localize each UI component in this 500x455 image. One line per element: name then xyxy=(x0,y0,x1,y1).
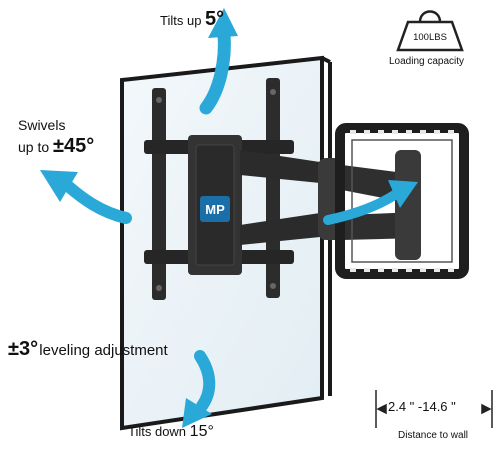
logo-text: MP xyxy=(205,202,225,217)
swivel-right-arrow xyxy=(323,180,418,225)
leveling-value: ±3° xyxy=(8,338,39,360)
tv-panel-edge xyxy=(321,56,331,64)
rail-hole xyxy=(156,97,162,103)
tilt-down-arrow xyxy=(182,350,216,428)
logo-badge xyxy=(200,196,230,222)
leveling-suffix: leveling adjustment xyxy=(39,342,168,359)
tilt-up-prefix: Tilts up xyxy=(160,13,202,28)
swivel-label-line1: Swivels xyxy=(18,117,66,133)
rail-hole xyxy=(270,89,276,95)
tilt-down-prefix: Tilts down xyxy=(128,424,187,439)
leveling-label: ±3° leveling adjustment xyxy=(8,338,168,361)
distance-caption: Distance to wall xyxy=(398,430,469,441)
rail-hole xyxy=(156,285,162,291)
wall-plate xyxy=(335,123,469,279)
distance-range: 2.4 " -14.6 " xyxy=(388,399,456,414)
weight-text: 100LBS xyxy=(413,32,447,43)
swivel-label-line2: up to ±45° xyxy=(18,135,94,158)
lower-arm xyxy=(240,210,340,245)
wall-pivot xyxy=(395,150,421,260)
tilt-up-arrow xyxy=(199,8,238,115)
tilt-down-label: Tilts down 15° xyxy=(128,423,214,441)
weight-icon xyxy=(396,10,464,52)
left-rail xyxy=(152,88,166,300)
distance-bracket xyxy=(375,390,493,428)
loading-capacity-caption: Loading capacity xyxy=(389,56,465,67)
tilt-up-label: Tilts up 5° xyxy=(160,8,224,31)
rail-hole xyxy=(270,283,276,289)
swivel-value: ±45° xyxy=(53,135,95,157)
tilt-up-value: 5° xyxy=(205,8,225,30)
swivel-prefix: up to xyxy=(18,139,50,155)
tilt-down-value: 15° xyxy=(189,423,214,440)
wall-plate-slots xyxy=(350,130,454,272)
right-rail xyxy=(266,78,280,298)
upper-arm xyxy=(240,150,340,185)
swivel-left-arrow xyxy=(40,170,132,224)
